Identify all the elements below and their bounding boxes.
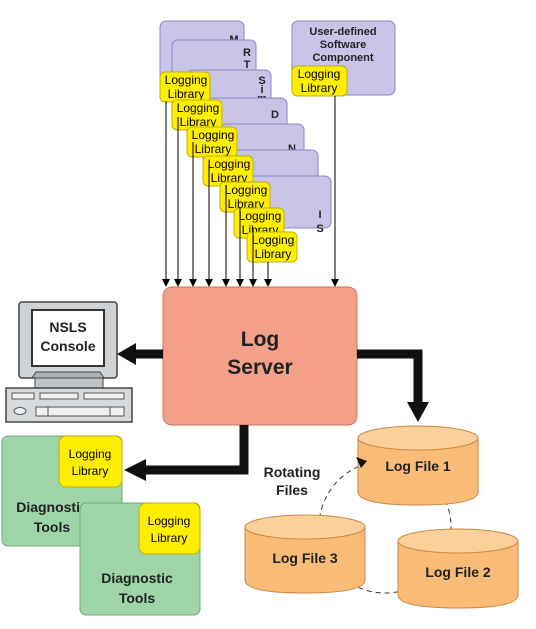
log-file-3: Log File 3 [244,514,366,594]
logging-library-line-1: Logging [165,73,208,87]
diagnostic-tools-line-1: Diagnostic [16,499,88,515]
component-letter: D [271,109,279,121]
log-server-line-1: Log [241,328,279,351]
component-letter: S [316,223,323,235]
rotating-files-line-2: Files [276,482,308,498]
log-file-1: Log File 1 [357,425,479,506]
software-components: MMSRTSTPSSimulcastDSMNCSSPAISLoggingLibr… [159,20,332,263]
logging-library-line-2: Library [180,115,217,129]
console-line-1: NSLS [49,319,86,335]
logging-library-line-1: Logging [252,233,295,247]
logging-library-line-2: Library [195,142,232,156]
component-letter: N [288,143,296,155]
logging-library-line-2: Library [168,87,205,101]
log-file-3-label: Log File 3 [272,550,338,566]
nsls-console: NSLS Console [5,301,133,423]
log-file-1-label: Log File 1 [385,458,451,474]
logging-library-line-1: Logging [225,183,268,197]
logging-library-line-2: Library [151,531,188,545]
diagnostic-tools-2: Logging Library Diagnostic Tools [79,502,201,616]
component-letter: S [258,75,265,87]
log-server-line-2: Server [227,356,292,379]
logging-library-box [246,231,298,263]
log-file-2: Log File 2 [397,528,519,609]
diagnostic-tools-line-1: Diagnostic [101,570,173,586]
logging-library-line-2: Library [255,247,292,261]
logging-library-line-1: Logging [208,157,251,171]
component-letter: T [244,59,251,71]
component-letter: i [260,84,263,96]
user-defined-component: User-defined Software Component Logging … [291,20,396,97]
logging-library-line-2: Library [72,464,109,478]
diagnostic-tools-line-2: Tools [119,590,156,606]
diagnostic-tools-line-2: Tools [34,519,71,535]
console-line-2: Console [40,338,95,354]
user-component-line-1: User-defined [309,26,376,38]
log-server: Log Server [162,286,358,426]
logging-library-line-1: Logging [298,67,341,81]
logging-library-line-1: Logging [239,209,282,223]
component-letter: R [243,47,251,59]
rotating-files-label-bg [265,460,325,500]
computer-base-icon [5,377,133,423]
user-component-line-3: Component [312,52,373,64]
user-component-logging-library: Logging Library [291,65,348,97]
inbound-arrows [162,96,339,287]
logging-library-line-1: Logging [177,101,220,115]
rotating-files-line-1: Rotating [264,464,321,480]
logging-library-line-1: Logging [192,128,235,142]
user-component-line-2: Software [320,39,366,51]
rotation-arrow [356,457,367,468]
monitor-icon [18,301,118,379]
component-letter: I [318,209,321,221]
logging-library-line-2: Library [301,81,338,95]
log-file-arrow [357,349,429,422]
console-arrow [117,343,163,365]
log-file-2-label: Log File 2 [425,564,491,580]
logging-library-line-1: Logging [148,514,191,528]
diagnostic-arrow [124,425,249,481]
logging-library-line-1: Logging [69,447,112,461]
